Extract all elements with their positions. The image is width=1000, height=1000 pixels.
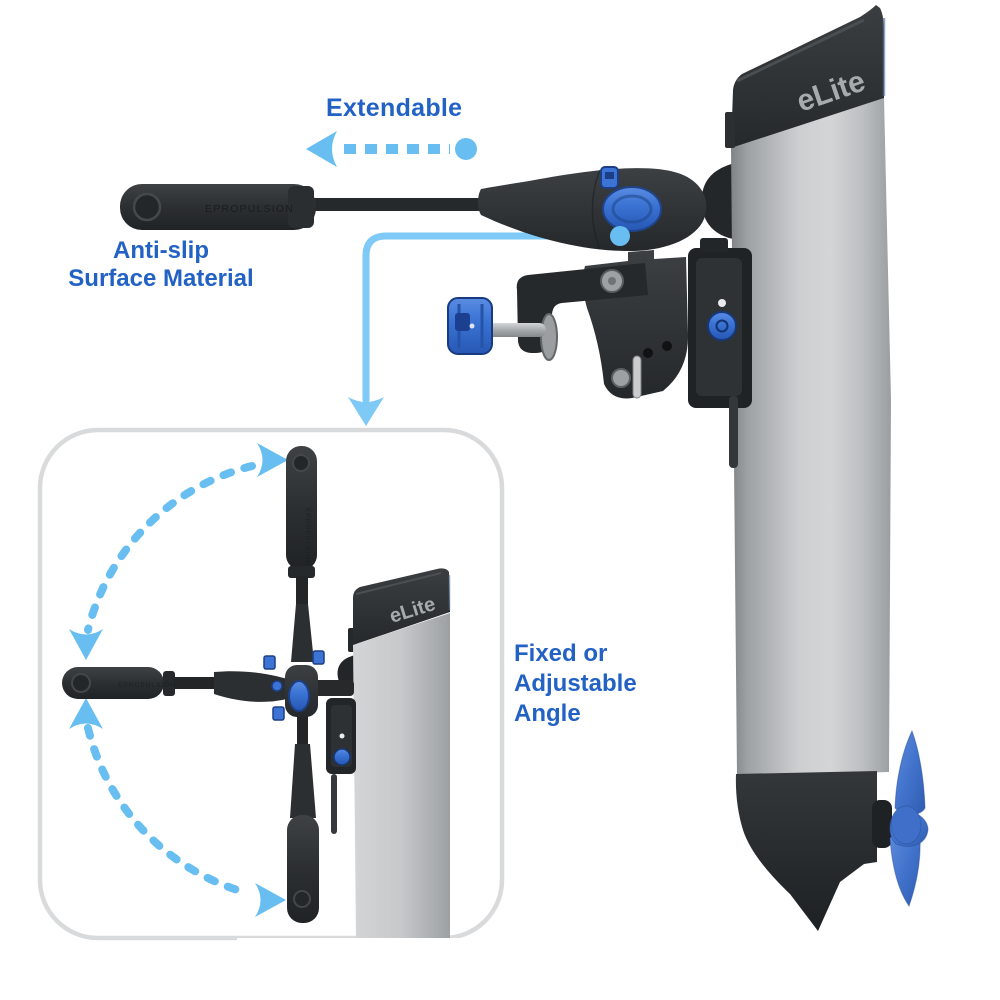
inset-tiller-up: EPROPULSION bbox=[286, 446, 317, 662]
handle-end-button bbox=[132, 192, 162, 222]
extendable-dot-icon bbox=[455, 138, 477, 160]
clamp-knob bbox=[447, 297, 493, 355]
tiller-shaft bbox=[310, 198, 486, 211]
arrowhead-up-arm-icon bbox=[257, 443, 288, 477]
inset-cutout-mask bbox=[237, 938, 487, 1000]
angle-line-2: Adjustable bbox=[514, 670, 637, 697]
arrowhead-up-icon bbox=[69, 698, 103, 729]
motor-body bbox=[731, 98, 891, 776]
inset-motor: eLite bbox=[326, 568, 451, 938]
extendable-text: Extendable bbox=[326, 94, 463, 122]
main-motor: eLite bbox=[701, 5, 892, 931]
connector-arrow bbox=[348, 232, 622, 426]
inset-tiller-down bbox=[287, 712, 319, 923]
prop-hub bbox=[872, 800, 892, 848]
connector-dot-icon bbox=[610, 226, 630, 246]
rotation-arc-lower bbox=[84, 724, 248, 896]
propeller-blade-up bbox=[894, 729, 926, 815]
led-indicator bbox=[718, 299, 726, 307]
inset-tiller-positions: EPROPULSION EPROPULSION bbox=[62, 446, 354, 923]
inset-horizontal-arm-brand: EPROPULSION bbox=[118, 682, 176, 689]
inset-led-indicator bbox=[339, 733, 345, 739]
angle-label: Fixed or Adjustable Angle bbox=[514, 639, 684, 729]
inset-power-button bbox=[333, 748, 351, 766]
rotation-arcs bbox=[69, 443, 288, 917]
power-button bbox=[707, 311, 737, 341]
clamp-screw-shaft bbox=[486, 323, 546, 337]
carry-handle-loop bbox=[701, 162, 740, 240]
tiller-arm: EPROPULSION bbox=[120, 166, 707, 252]
propeller bbox=[889, 729, 929, 908]
anti-slip-line-2: Surface Material bbox=[68, 265, 254, 292]
tiller-handle: EPROPULSION bbox=[120, 184, 316, 230]
extendable-label: Extendable bbox=[326, 94, 462, 123]
extendable-arrowhead-icon bbox=[306, 131, 337, 167]
rotation-arc-upper bbox=[84, 462, 256, 634]
clamp-pin bbox=[632, 355, 642, 399]
motor-top-cap bbox=[731, 5, 884, 148]
propeller-spinner bbox=[890, 805, 922, 845]
inset-tiller-horizontal: EPROPULSION bbox=[62, 667, 294, 702]
inset-pivot-knob bbox=[288, 680, 310, 712]
inset-pivot bbox=[263, 650, 354, 721]
inset-up-arm-brand: EPROPULSION bbox=[304, 508, 311, 566]
transom-clamp bbox=[447, 238, 752, 468]
angle-line-3: Angle bbox=[514, 700, 581, 727]
clamp-pad bbox=[540, 313, 558, 361]
anti-slip-line-1: Anti-slip bbox=[113, 237, 209, 264]
lower-unit-pod bbox=[735, 771, 877, 931]
angle-line-1: Fixed or bbox=[514, 640, 608, 667]
extendable-arrow bbox=[306, 131, 477, 167]
handle-brand: EPROPULSION bbox=[205, 203, 294, 215]
arrowhead-down-arm-icon bbox=[255, 883, 286, 917]
anti-slip-label: Anti-slip Surface Material bbox=[36, 237, 286, 293]
tiller-knob bbox=[602, 186, 662, 232]
arrowhead-down-icon bbox=[69, 629, 103, 660]
connector-arrowhead-icon bbox=[348, 397, 384, 426]
